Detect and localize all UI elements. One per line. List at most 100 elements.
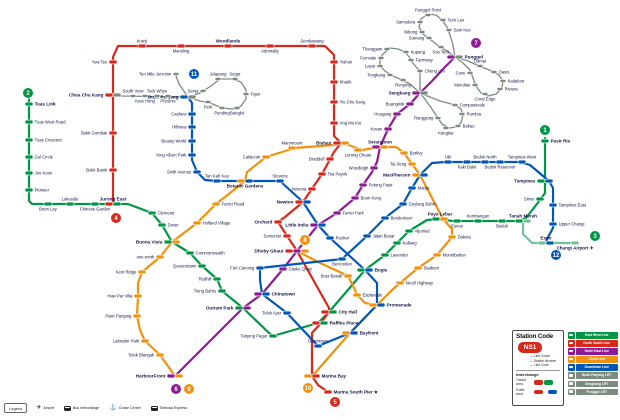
station-marker (442, 126, 450, 130)
station-marker (309, 222, 319, 228)
lrt-icon (568, 372, 575, 379)
station-label-bukit-panjang: Bukit Panjang (148, 94, 179, 99)
station-marker (439, 18, 447, 22)
station-marker (303, 373, 313, 379)
station-boon-keng: Boon Keng (350, 195, 382, 200)
station-label-bedok-reservoir: Bedok Reservoir (485, 165, 517, 170)
station-toa-payoh: Toa Payoh (317, 171, 348, 177)
station-label-cashew: Cashew (171, 111, 187, 116)
line-legend-row-north-south-line: North South Line (568, 340, 618, 347)
station-petir: Petir (204, 100, 213, 110)
station-redhill: Redhill (199, 276, 222, 282)
station-code-callouts: — Line Colour— Station Number— Line Code (516, 354, 560, 368)
line-path-cg (521, 219, 580, 245)
station-label-braddell: Braddell (309, 156, 324, 161)
station-bangkit: Bangkit (230, 106, 245, 116)
station-label-beauty-world: Beauty World (161, 138, 187, 143)
station-marker (443, 159, 453, 165)
line-legend-row-downtown-line: Downtown Line (568, 364, 618, 371)
station-marker (349, 330, 359, 336)
station-marker (548, 221, 558, 227)
station-label-bras-basah: Bras Basah (321, 273, 343, 278)
station-label-expo: Expo (540, 236, 551, 241)
station-marker (212, 276, 222, 282)
station-marker (419, 90, 429, 96)
station-marker (137, 269, 147, 275)
station-label-woodlands: Woodlands (216, 39, 241, 44)
station-label-kadaloor: Kadaloor (508, 78, 525, 83)
station-marker (244, 178, 254, 184)
legend-button[interactable]: Legend (4, 403, 28, 413)
station-label-rochor: Rochor (336, 235, 350, 240)
badge-circle (299, 234, 311, 246)
station-marker (376, 64, 384, 68)
station-label-king-albert-park: King Albert Park (156, 152, 187, 157)
station-marker (253, 291, 263, 297)
station-marker (328, 309, 338, 315)
station-label-lakeside: Lakeside (62, 197, 79, 202)
line-badge-11: 11 (188, 68, 200, 80)
station-label-buona-vista: Buona Vista (136, 239, 163, 244)
station-bendemeer: Bendemeer (380, 215, 413, 220)
station-stevens: Stevens (272, 174, 288, 184)
station-gul-circle: Gul Circle (24, 154, 54, 159)
station-kallang: Kallang (392, 240, 417, 245)
station-marker (261, 154, 271, 160)
legend-item-label: Airport (43, 406, 54, 410)
station-label-stevens: Stevens (272, 174, 287, 179)
station-label-bartley: Bartley (410, 150, 424, 155)
station-label-ranggung: Ranggung (414, 115, 434, 120)
station-marker (317, 171, 327, 177)
callout-line-code: — Line Code (530, 363, 549, 368)
station-marker (172, 72, 180, 76)
station-marker (454, 124, 462, 128)
station-marker (432, 252, 442, 258)
station-marker (236, 178, 246, 184)
station-somerset: Somerset (263, 233, 292, 238)
line-ns (111, 44, 343, 394)
station-ang-mo-kio: Ang Mo Kio (329, 120, 362, 125)
station-potong-pasir: Potong Pasir (358, 182, 393, 187)
line-legend-label: North East Line (575, 348, 618, 355)
station-yishun: Yishun (329, 59, 353, 64)
station-marker (292, 248, 302, 254)
line-path-sklrt (419, 92, 464, 129)
station-label-pasir-panjang: Pasir Panjang (105, 313, 132, 318)
line-legend-row-circle-line: Circle Line (568, 356, 618, 363)
station-fajar: Fajar (242, 91, 261, 96)
lrt-icon (568, 380, 575, 388)
line-legend-label: Bukit Panjang LRT (575, 372, 618, 379)
station-marymount: Marymount (282, 141, 303, 151)
station-commonwealth: Commonwealth (185, 250, 225, 255)
station-label-clarke-quay: Clarke Quay (289, 266, 313, 271)
station-label-kent-ridge: Kent Ridge (116, 269, 137, 274)
station-harbourfront: HarbourFront (136, 373, 184, 378)
station-hillview: Hillview (172, 124, 197, 129)
station-keat-hong: Keat Hong (135, 94, 156, 104)
station-marker (364, 267, 374, 273)
badge-circle (550, 249, 562, 261)
station-marker (234, 305, 244, 311)
station-label-renjong: Renjong (395, 83, 411, 88)
station-label-tongkang: Tongkang (367, 72, 386, 77)
station-label-bakau: Bakau (463, 123, 476, 128)
station-label-south-view: South View (122, 89, 144, 94)
station-tampines-east: Tampines East (548, 202, 587, 207)
station-label-phoenix: Phoenix (160, 99, 176, 104)
badge-number: 8 (303, 238, 307, 244)
station-jalan-besar: Jalan Besar (362, 233, 395, 238)
train-icon (568, 356, 575, 363)
station-label-punggol-point: Punggol Point (415, 8, 442, 13)
station-label-sumang: Sumang (409, 35, 425, 40)
station-marker (325, 235, 335, 241)
station-label-marina-bay: Marina Bay (322, 373, 347, 378)
station-choa-chu-kang: Choa Chu Kang (69, 92, 122, 97)
station-marker (163, 239, 173, 245)
station-marker (570, 240, 580, 246)
station-pending: Pending (214, 106, 230, 116)
station-label-telok-blangah: Telok Blangah (128, 352, 155, 357)
station-marker (204, 100, 212, 104)
station-label-bugis: Bugis (375, 267, 388, 272)
station-jelapang: Jelapang (210, 72, 227, 81)
